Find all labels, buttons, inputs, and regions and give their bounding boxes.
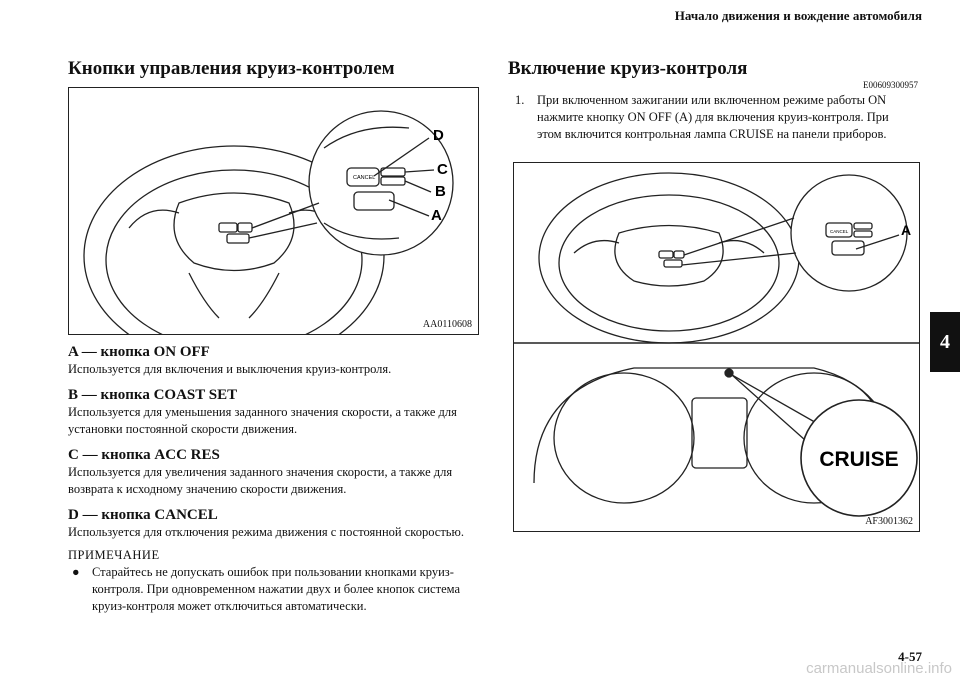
figure-code: AF3001362 — [865, 516, 913, 527]
cancel-button-label: CANCEL — [830, 229, 849, 234]
figure-code: AA0110608 — [422, 319, 472, 330]
item-title: C — кнопка ACC RES — [68, 447, 220, 463]
note-text: Старайтесь не допускать ошибок при польз… — [92, 565, 460, 613]
step-item: 1. При включенном зажигании или включенн… — [515, 92, 910, 143]
cruise-illustration: CANCEL A CRUISE — [514, 172, 919, 517]
callout-a: A — [431, 207, 442, 224]
left-heading: Кнопки управления круиз-контролем — [68, 58, 395, 79]
cancel-button-label: CANCEL — [353, 175, 375, 181]
callout-b: B — [435, 183, 446, 200]
callout-c: C — [437, 161, 448, 178]
cruise-lamp-label: CRUISE — [819, 448, 898, 471]
right-heading: Включение круиз-контроля — [508, 58, 748, 79]
left-section: Кнопки управления круиз-контролем — [68, 58, 478, 80]
right-section: Включение круиз-контроля — [508, 58, 918, 80]
item-title: B — кнопка COAST SET — [68, 387, 238, 403]
cruise-figure: CANCEL A CRUISE AF3001362 — [513, 162, 920, 532]
item-title: D — кнопка CANCEL — [68, 507, 218, 523]
item-desc: Используется для включения и выключения … — [68, 362, 392, 376]
step-text: При включенном зажигании или включенном … — [537, 93, 889, 141]
watermark: carmanualsonline.info — [806, 660, 952, 677]
steering-wheel-figure: CANCEL D C B A AA0110608 — [68, 87, 479, 367]
step-number: 1. — [515, 93, 525, 107]
callout-a: A — [901, 222, 911, 238]
callout-d: D — [433, 127, 444, 144]
item-desc: Используется для отключения режима движе… — [68, 525, 464, 539]
section-code: E00609300957 — [863, 80, 918, 90]
item-desc: Используется для увеличения заданного зн… — [68, 465, 453, 496]
button-descriptions: A — кнопка ON OFF Используется для включ… — [68, 343, 478, 549]
item-title: A — кнопка ON OFF — [68, 344, 210, 360]
item-desc: Используется для уменьшения заданного зн… — [68, 405, 457, 436]
bullet-icon: ● — [72, 565, 80, 579]
chapter-tab: 4 — [930, 312, 960, 372]
header-title: Начало движения и вождение автомобиля — [674, 8, 922, 23]
page-number: 4-57 — [898, 649, 922, 664]
note-block: ПРИМЕЧАНИЕ ● Старайтесь не допускать оши… — [68, 547, 478, 615]
steering-wheel-illustration: CANCEL D C B A — [83, 110, 454, 367]
note-title: ПРИМЕЧАНИЕ — [68, 548, 160, 562]
